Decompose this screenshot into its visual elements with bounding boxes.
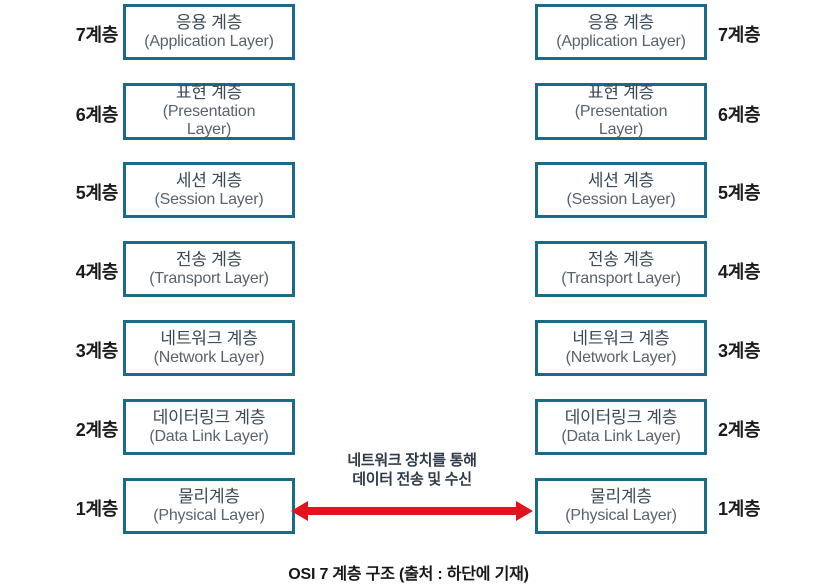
layer-name-english-cont: Layer) [598, 120, 644, 138]
layer-number-left-4: 4계층 [75, 262, 119, 282]
layer-name-korean: 표현 계층 [175, 83, 243, 103]
layer-box-left-7: 응용 계층(Application Layer) [123, 4, 295, 60]
layer-number-right-7: 7계층 [718, 25, 761, 45]
layer-box-left-5: 세션 계층(Session Layer) [123, 162, 295, 218]
layer-box-right-4: 전송 계층(Transport Layer) [535, 241, 707, 297]
layer-number-left-2: 2계층 [75, 420, 119, 440]
layer-name-korean: 네트워크 계층 [160, 329, 258, 349]
layer-name-korean: 네트워크 계층 [572, 329, 670, 349]
layer-name-english: (Physical Layer) [153, 506, 265, 524]
layer-number-right-1: 1계층 [718, 499, 761, 519]
layer-name-english: (Transport Layer) [561, 269, 681, 287]
layer-number-right-5: 5계층 [718, 183, 761, 203]
layer-number-right-4: 4계층 [718, 262, 761, 282]
layer-box-right-5: 세션 계층(Session Layer) [535, 162, 707, 218]
layer-number-right-3: 3계층 [718, 341, 761, 361]
layer-box-left-4: 전송 계층(Transport Layer) [123, 241, 295, 297]
layer-name-english: (Data Link Layer) [561, 427, 681, 445]
layer-box-right-1: 물리계층(Physical Layer) [535, 478, 707, 534]
layer-name-korean: 물리계층 [178, 487, 240, 507]
layer-name-korean: 응용 계층 [175, 13, 243, 33]
layer-name-korean: 세션 계층 [587, 171, 655, 191]
layer-box-left-1: 물리계층(Physical Layer) [123, 478, 295, 534]
layer-name-korean: 데이터링크 계층 [564, 408, 678, 428]
layer-name-english-cont: Layer) [186, 120, 232, 138]
layer-box-right-7: 응용 계층(Application Layer) [535, 4, 707, 60]
layer-name-english: (Presentation [574, 102, 668, 120]
layer-box-right-2: 데이터링크 계층(Data Link Layer) [535, 399, 707, 455]
layer-name-english: (Session Layer) [566, 190, 676, 208]
network-transfer-note-line2: 데이터 전송 및 수신 [352, 470, 472, 488]
layer-name-english: (Network Layer) [153, 348, 265, 366]
layer-name-english: (Physical Layer) [565, 506, 677, 524]
layer-name-english: (Session Layer) [154, 190, 264, 208]
layer-name-english: (Network Layer) [565, 348, 677, 366]
layer-name-korean: 전송 계층 [587, 250, 655, 270]
layer-number-left-5: 5계층 [75, 183, 119, 203]
layer-number-left-6: 6계층 [75, 104, 119, 125]
network-transfer-note-line1: 네트워크 장치를 통해 [347, 452, 477, 469]
layer-name-korean: 데이터링크 계층 [152, 408, 266, 428]
layer-name-korean: 전송 계층 [175, 250, 243, 270]
layer-name-korean: 표현 계층 [587, 83, 655, 103]
layer-name-english: (Transport Layer) [149, 269, 269, 287]
layer-number-right-6: 6계층 [718, 104, 761, 125]
figure-caption: OSI 7 계층 구조 (출처 : 하단에 기재) [288, 566, 529, 583]
layer-number-right-2: 2계층 [718, 420, 761, 440]
layer-number-left-7: 7계층 [75, 25, 119, 45]
layer-number-left-1: 1계층 [75, 499, 119, 519]
layer-name-english: (Application Layer) [144, 32, 274, 50]
double-headed-horizontal-arrow-icon [291, 498, 533, 524]
layer-box-left-3: 네트워크 계층(Network Layer) [123, 320, 295, 376]
network-transfer-note: 네트워크 장치를 통해 데이터 전송 및 수신 [289, 452, 535, 490]
layer-number-left-3: 3계층 [75, 341, 119, 361]
layer-box-left-2: 데이터링크 계층(Data Link Layer) [123, 399, 295, 455]
layer-name-korean: 물리계층 [590, 487, 652, 507]
layer-name-korean: 세션 계층 [175, 171, 243, 191]
layer-name-english: (Presentation [162, 102, 256, 120]
layer-box-right-3: 네트워크 계층(Network Layer) [535, 320, 707, 376]
layer-name-english: (Application Layer) [556, 32, 686, 50]
layer-name-korean: 응용 계층 [587, 13, 655, 33]
layer-name-english: (Data Link Layer) [149, 427, 269, 445]
